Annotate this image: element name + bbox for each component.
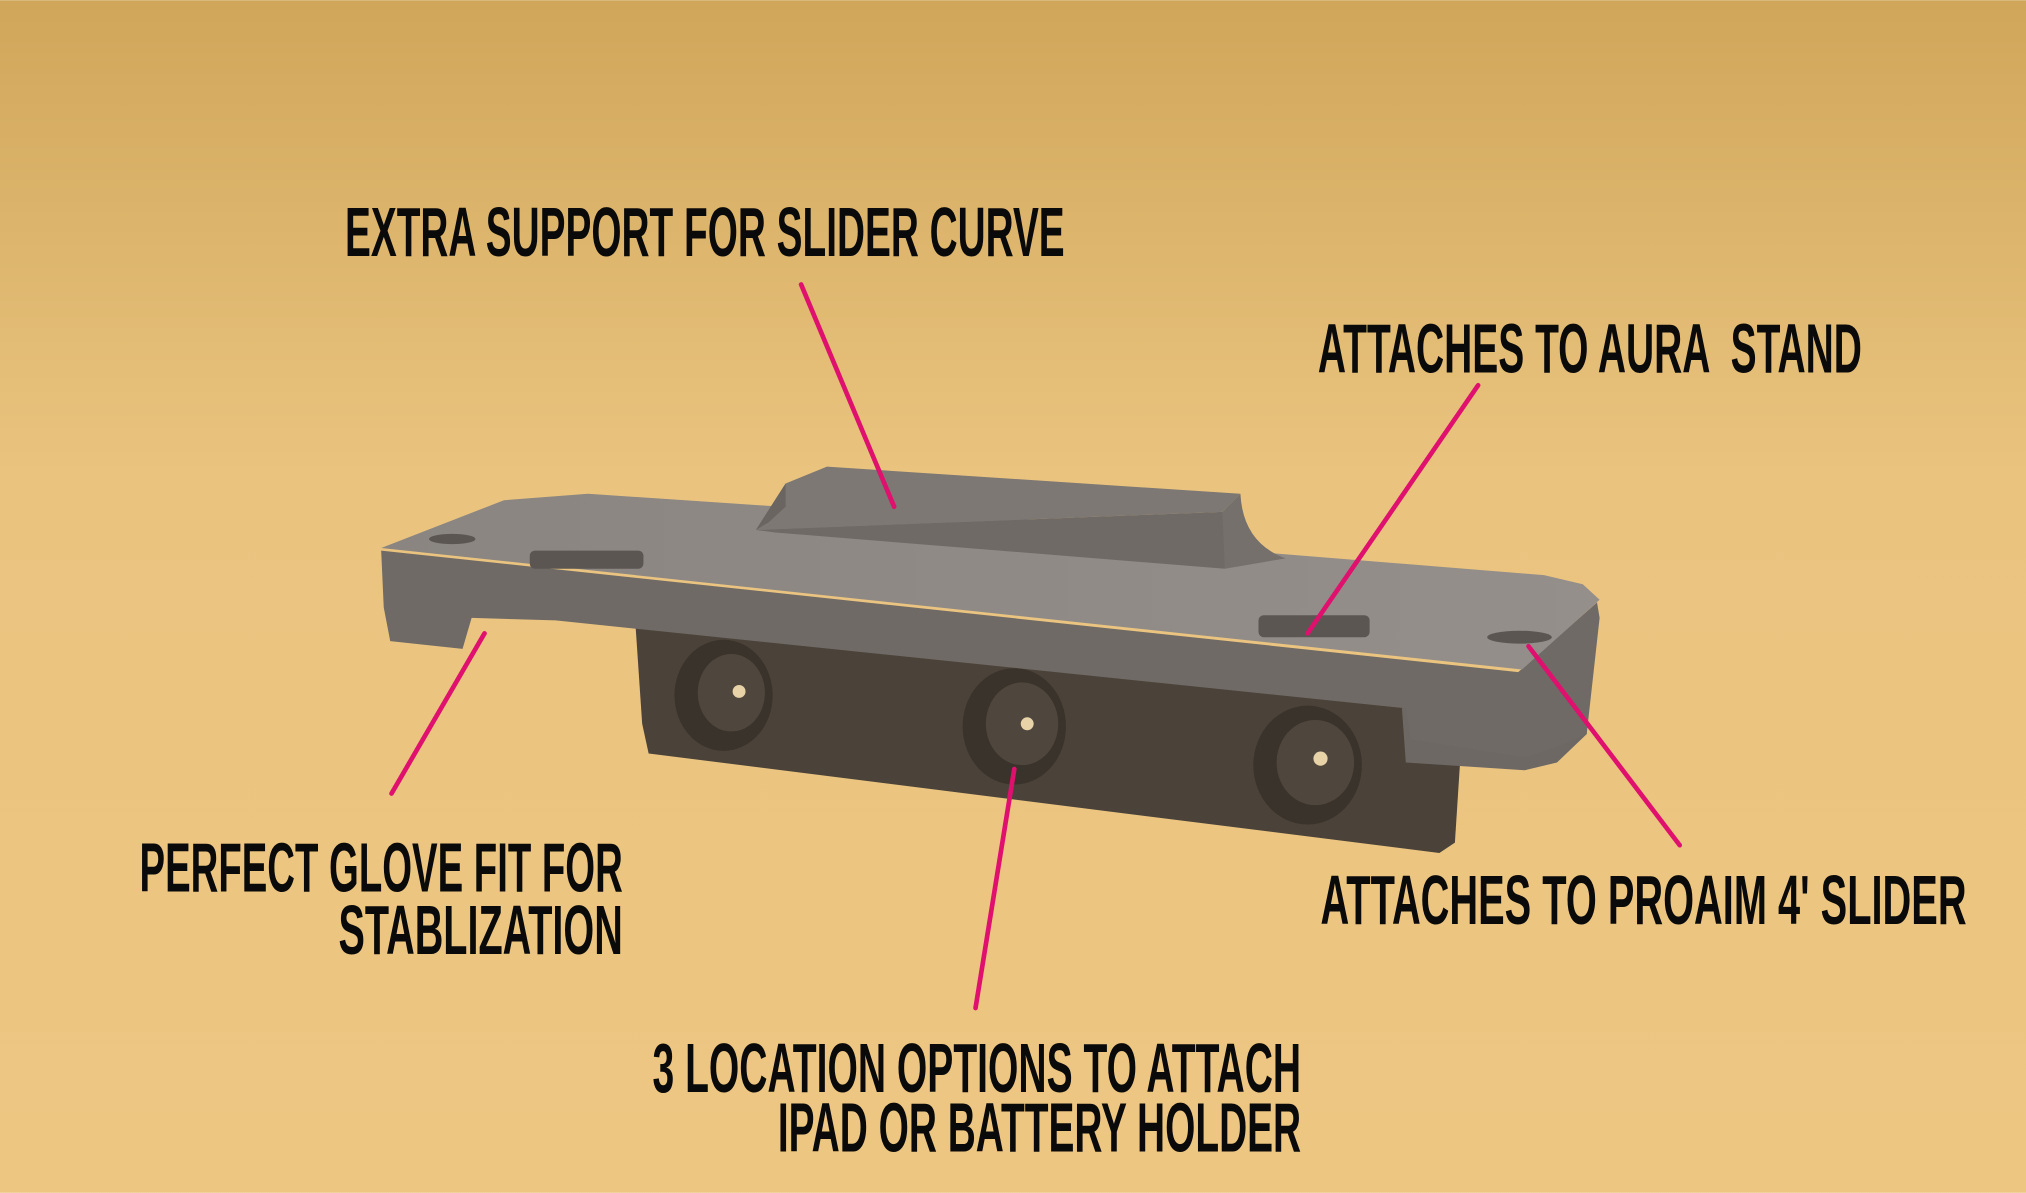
label-glove-fit-line1: PERFECT GLOVE FIT FOR xyxy=(140,829,623,907)
callout-line-location-options xyxy=(973,766,1017,1011)
support-rib-face xyxy=(755,511,1225,569)
plate-front-face xyxy=(381,550,1600,758)
label-aura-stand: ATTACHES TO AURA STAND xyxy=(1318,309,1862,387)
slot-hole xyxy=(529,550,644,569)
mount-hole xyxy=(1487,630,1552,644)
mount-hole xyxy=(428,533,476,545)
label-slider-curve: EXTRA SUPPORT FOR SLIDER CURVE xyxy=(345,193,1065,271)
attachment-hole-3 xyxy=(1253,705,1362,825)
label-location-options-line2: IPAD OR BATTERY HOLDER xyxy=(778,1088,1301,1166)
callout-line-aura-stand xyxy=(1305,382,1481,636)
label-glove-fit-line2: STABLIZATION xyxy=(339,891,623,969)
callout-line-glove-fit xyxy=(389,630,487,796)
support-rib-curve xyxy=(1218,493,1286,569)
support-rib-top xyxy=(755,466,1241,530)
callout-labels: EXTRA SUPPORT FOR SLIDER CURVE ATTACHES … xyxy=(140,193,1967,1166)
attachment-hole-2 xyxy=(962,668,1066,785)
support-rib-front xyxy=(755,483,786,530)
bracket-3d-model xyxy=(381,466,1600,853)
attachment-hole-1 xyxy=(674,639,773,751)
callout-lines xyxy=(389,282,1683,1011)
label-proaim-slider: ATTACHES TO PROAIM 4' SLIDER xyxy=(1321,861,1967,939)
callout-line-proaim-slider xyxy=(1526,643,1683,848)
label-location-options-line1: 3 LOCATION OPTIONS TO ATTACH xyxy=(653,1029,1302,1107)
callout-line-slider-curve xyxy=(798,282,897,510)
